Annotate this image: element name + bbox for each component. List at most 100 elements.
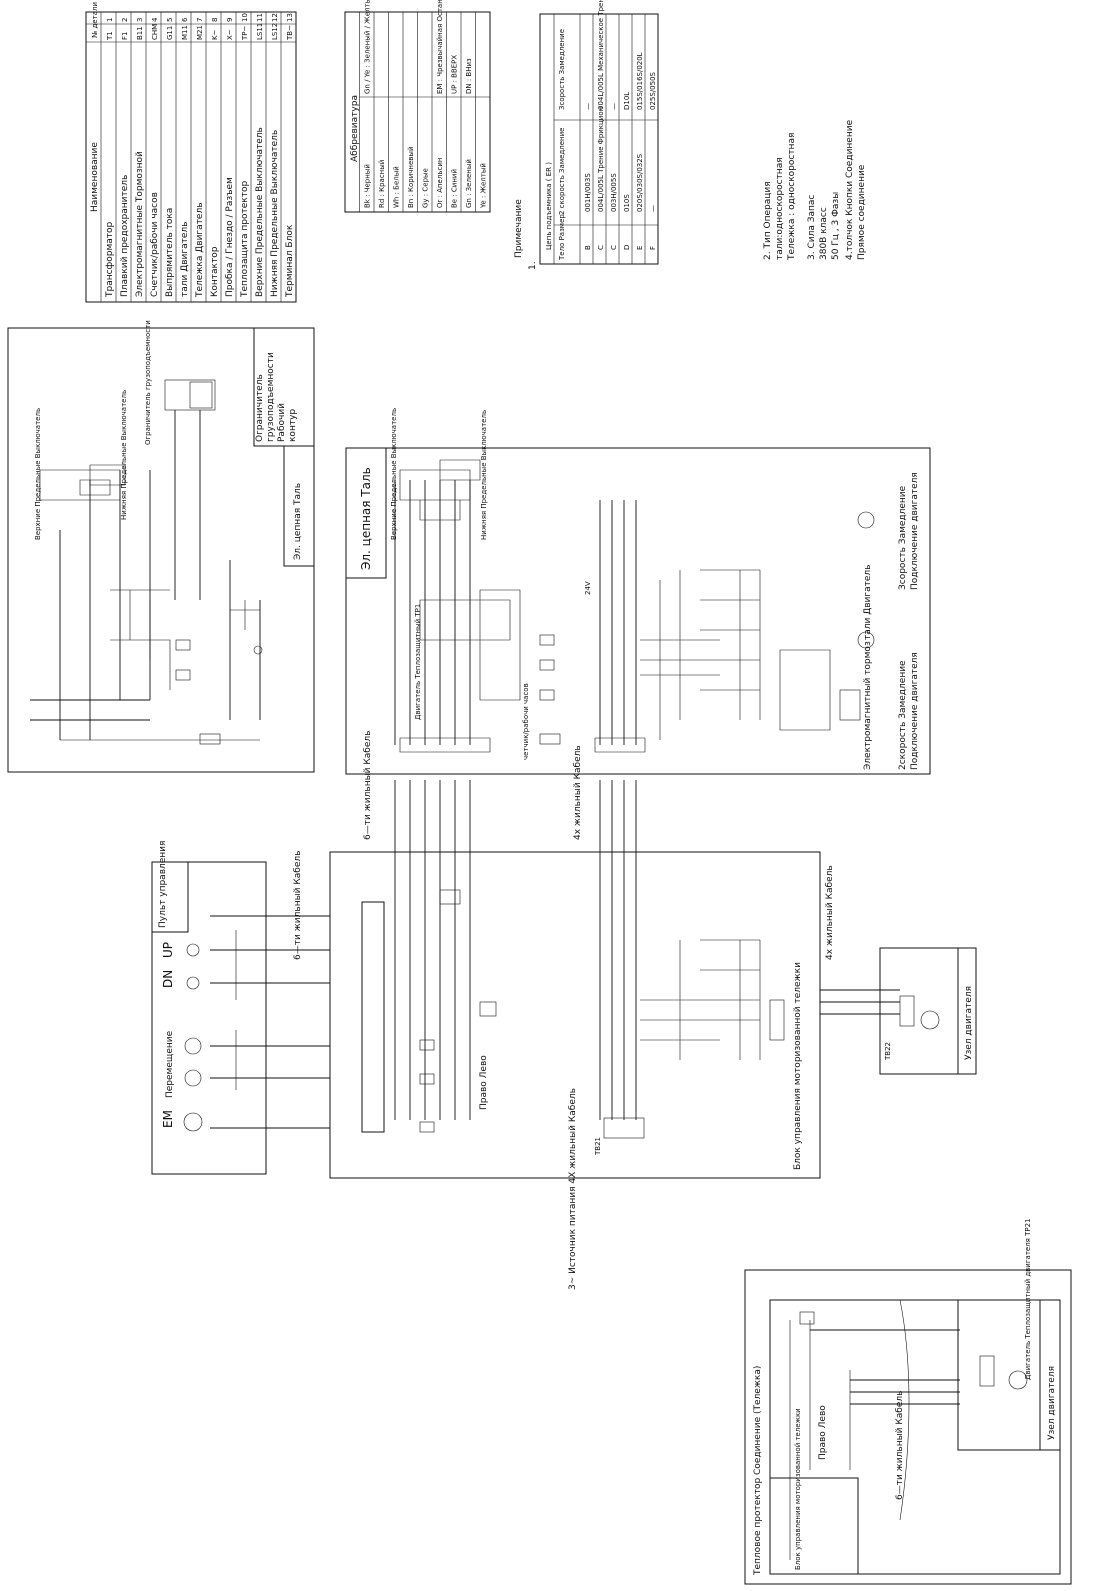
svg-text:4x жильный Кабель: 4x жильный Кабель [573, 745, 583, 840]
abbr-color: Be : Синий [451, 169, 459, 208]
svg-text:Право Лево: Право Лево [479, 1055, 489, 1110]
svg-text:6—ти жильный Кабель: 6—ти жильный Кабель [895, 1391, 905, 1500]
svg-text:Ограничитель: Ограничитель [255, 374, 265, 442]
svg-text:Подключение двигателя: Подключение двигателя [910, 472, 920, 590]
notes-block: Примечание 1. Цепь подъемника ( ER )Тело… [514, 0, 867, 270]
svg-text:3~ Источник питания 4X жильный: 3~ Источник питания 4X жильный Кабель [568, 1088, 578, 1290]
parts-row-num: 6 [181, 17, 189, 22]
svg-text:Перемещение: Перемещение [165, 1030, 175, 1098]
center-area: Пульт управления UP DN Перемещение EM 6—… [151, 731, 977, 1290]
abbr-color: Or : Апельсин [436, 158, 444, 208]
parts-row-code: F1 [121, 32, 129, 40]
parts-row-num: 5 [166, 18, 174, 22]
parts-row-name: Верхние Предельные Выключатель [255, 127, 265, 297]
svg-text:TB22: TB22 [884, 1042, 892, 1061]
parts-row-name: Контактор [210, 246, 220, 297]
parts-table: № деталиНаименование1T1Трансформатор2F1П… [85, 2, 297, 303]
abbr-color: Rd : Красный [378, 160, 386, 208]
svg-text:тали Двигатель: тали Двигатель [863, 565, 873, 641]
er-header: Тело Размер [558, 214, 566, 261]
svg-text:50 Гц , 3 Фазы: 50 Гц , 3 Фазы [831, 192, 841, 260]
svg-text:контур: контур [288, 409, 298, 442]
parts-row-code: X~ [226, 29, 234, 40]
abbr-title: Аббревиатура [350, 95, 360, 162]
svg-text:Узел двигателя: Узел двигателя [964, 986, 974, 1060]
parts-row-num: 2 [121, 18, 129, 22]
er-row-2speed: 001H/003S [584, 173, 592, 212]
er-header: Зсорость Замедление [558, 29, 566, 110]
abbr-color: Wh : Белый [393, 166, 401, 208]
abbr-color: Bk : Черный [364, 164, 372, 208]
parts-row-name: Электромагнитные Тормозной [135, 151, 145, 297]
parts-row-code: TP~ [241, 26, 249, 41]
svg-text:Нижняя Предельные Выключатель: Нижняя Предельные Выключатель [120, 390, 128, 520]
svg-text:Ограничитель грузоподъемности: Ограничитель грузоподъемности [144, 320, 152, 445]
svg-text:Блок управления моторизованной: Блок управления моторизованной тележки [793, 962, 803, 1170]
svg-text:3. Сила Запас: 3. Сила Запас [807, 195, 817, 260]
er-row-2speed: 020S/030S/032S [636, 153, 644, 212]
parts-row-name: Плавкий предохранитель [120, 175, 130, 297]
er-row-3speed: — [584, 103, 592, 110]
parts-header-num: № детали [91, 2, 99, 38]
svg-text:Эл. цепная Таль: Эл. цепная Таль [359, 467, 373, 570]
top-left-schematic: Ограничитель грузоподъемности Рабочий ко… [7, 320, 315, 773]
svg-text:2скорость Замедление: 2скорость Замедление [898, 660, 908, 770]
abbr-color: Gn : Зеленый [465, 159, 473, 208]
er-row-3speed: 025S/050S [649, 71, 657, 110]
svg-text:6—ти жильный Кабель: 6—ти жильный Кабель [363, 731, 373, 840]
parts-row-num: 11 [256, 13, 264, 22]
svg-text:Блок управления моторизованной: Блок управления моторизованной тележки [794, 1408, 802, 1570]
svg-text:Электромагнитный тормоз: Электромагнитный тормоз [863, 641, 873, 770]
parts-row-num: 7 [196, 18, 204, 22]
parts-row-code: M11 [181, 25, 189, 40]
svg-text:Рабочий: Рабочий [277, 403, 287, 442]
parts-row-name: Тележка Двигатель [195, 202, 205, 298]
abbr-term: UP : ВВЕРХ [451, 55, 459, 94]
svg-text:4x жильный Кабель: 4x жильный Кабель [825, 865, 835, 960]
er-row-size: C [597, 245, 605, 250]
svg-text:1.: 1. [528, 261, 538, 270]
svg-text:Пульт управления: Пульт управления [158, 841, 168, 928]
svg-text:UP: UP [161, 942, 175, 958]
abbr-table: Аббревиатура Bk : Черный Gn / Ye : Зеленый… [344, 0, 491, 213]
svg-text:2. Тип Операция: 2. Тип Операция [763, 181, 773, 260]
parts-row-num: 4 [151, 17, 159, 22]
svg-text:Нижняя Предельные Выключатель: Нижняя Предельные Выключатель [480, 410, 488, 540]
svg-text:Эл. цепная Таль: Эл. цепная Таль [293, 483, 303, 560]
parts-row-name: Нижняя Предельные Выключатель [270, 130, 280, 297]
er-row-3speed: — [610, 103, 618, 110]
svg-text:грузоподъемности: грузоподъемности [266, 352, 276, 442]
parts-row-code: M21 [196, 25, 204, 40]
parts-row-num: 8 [211, 18, 219, 22]
abbr-term: DN : ВНиз [465, 58, 473, 94]
bottom-box: Тепловое протектор Соединение (Тележка) … [744, 1218, 1072, 1585]
parts-row-code: LS11 [256, 23, 264, 40]
er-row-size: C [610, 245, 618, 250]
er-row-2speed: — [649, 205, 657, 212]
notes-heading: Примечание [514, 199, 524, 258]
svg-text:EM: EM [161, 1110, 175, 1128]
parts-row-name: Пробка / Гнездо / Разъем [225, 177, 235, 297]
svg-text:Двигатель Теплозащитный двигат: Двигатель Теплозащитный двигателя TP21 [1024, 1218, 1032, 1380]
parts-row-code: B11 [136, 26, 144, 40]
parts-row-name: Счетчик/рабочи часов [150, 192, 160, 297]
er-row-2speed: 003H/005S [610, 173, 618, 212]
abbr-color: Bn : Коричневый [407, 146, 415, 208]
parts-row-code: K~ [211, 29, 219, 40]
svg-text:Двигатель Теплозащитный TP1: Двигатель Теплозащитный TP1 [414, 604, 422, 720]
abbr-term: EM : Чрезвычайная Остановка [436, 0, 444, 94]
abbr-color: Ye : Желтый [480, 163, 488, 209]
parts-row-name: Выпрямитель тока [165, 208, 175, 297]
svg-text:Подключение двигателя: Подключение двигателя [910, 652, 920, 770]
er-row-size: F [649, 246, 657, 250]
parts-row-code: TB~ [286, 25, 294, 41]
parts-row-name: Терминал Блок [285, 224, 295, 298]
er-row-3speed: 004L/005L Механическое Трение Фрикцион [597, 0, 605, 110]
parts-row-code: G11 [166, 26, 174, 40]
parts-row-code: LS12 [271, 23, 279, 40]
er-row-3speed: D10L [623, 92, 631, 110]
abbr-color: Gy : Серые [422, 168, 430, 208]
abbr-term: Gn / Ye : Зеленый / Желтый [364, 0, 372, 94]
svg-text:Верхние Предельные Выключатель: Верхние Предельные Выключатель [34, 408, 42, 540]
